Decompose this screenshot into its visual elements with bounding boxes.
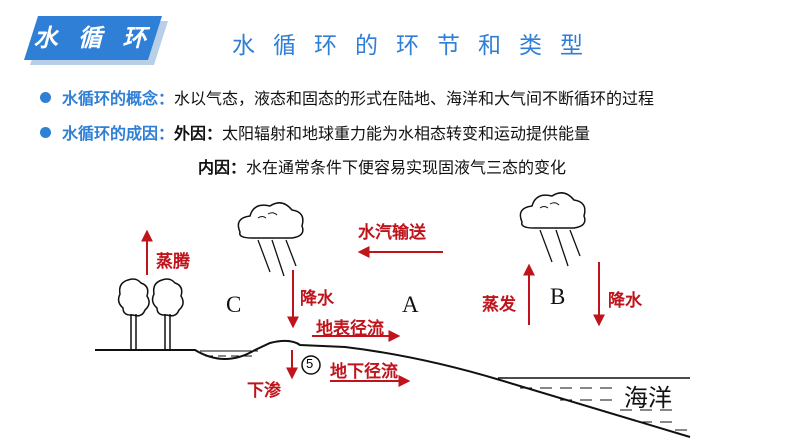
external-text: 太阳辐射和地球重力能为水相态转变和运动提供能量 [222,124,591,143]
page-title: 水循环的环节和类型 [232,33,601,59]
internal-label: 内因： [198,158,247,177]
label-a: A [402,292,419,317]
ocean-label: 海洋 [624,386,672,412]
land-precipitation-label: 降水 [300,289,334,309]
tree-icon [117,278,150,350]
ground-line [95,339,691,438]
external-label: 外因： [174,124,223,143]
concept-row: 水循环的概念：水以气态，液态和固态的形式在陆地、海洋和大气间不断循环的过程 [62,85,654,109]
infiltration-label: 下渗 [247,381,281,401]
vapor-transport-label: 水汽输送 [358,223,426,243]
circled-number-mark [301,355,321,375]
section-badge: 水 循 环 [24,16,162,60]
subsurface-runoff-label: 地下径流 [330,362,398,382]
cause-row-internal: 内因：水在通常条件下便容易实现固液气三态的变化 [198,154,566,178]
label-b: B [550,284,566,309]
bullet-icon [40,127,51,138]
internal-text: 水在通常条件下便容易实现固液气三态的变化 [246,158,567,177]
ocean-dashes [520,387,687,431]
surface-runoff-label: 地表径流 [316,319,384,339]
cloud-icon [237,202,304,239]
sea-evaporation-label: 蒸发 [482,295,516,315]
concept-label: 水循环的概念： [62,89,175,108]
rain-lines [539,229,581,267]
cause-row-external: 水循环的成因：外因：太阳辐射和地球重力能为水相态转变和运动提供能量 [62,120,590,144]
tree-icon [151,278,184,350]
bullet-icon [40,92,51,103]
transpiration-label: 蒸腾 [156,252,190,272]
rain-lines [257,239,297,277]
circled-number: 5 [306,356,314,371]
label-c: C [226,292,242,317]
concept-text: 水以气态，液态和固态的形式在陆地、海洋和大气间不断循环的过程 [174,89,655,108]
sea-precipitation-label: 降水 [608,291,642,311]
cloud-icon [519,192,586,229]
cause-label: 水循环的成因： [62,124,175,143]
